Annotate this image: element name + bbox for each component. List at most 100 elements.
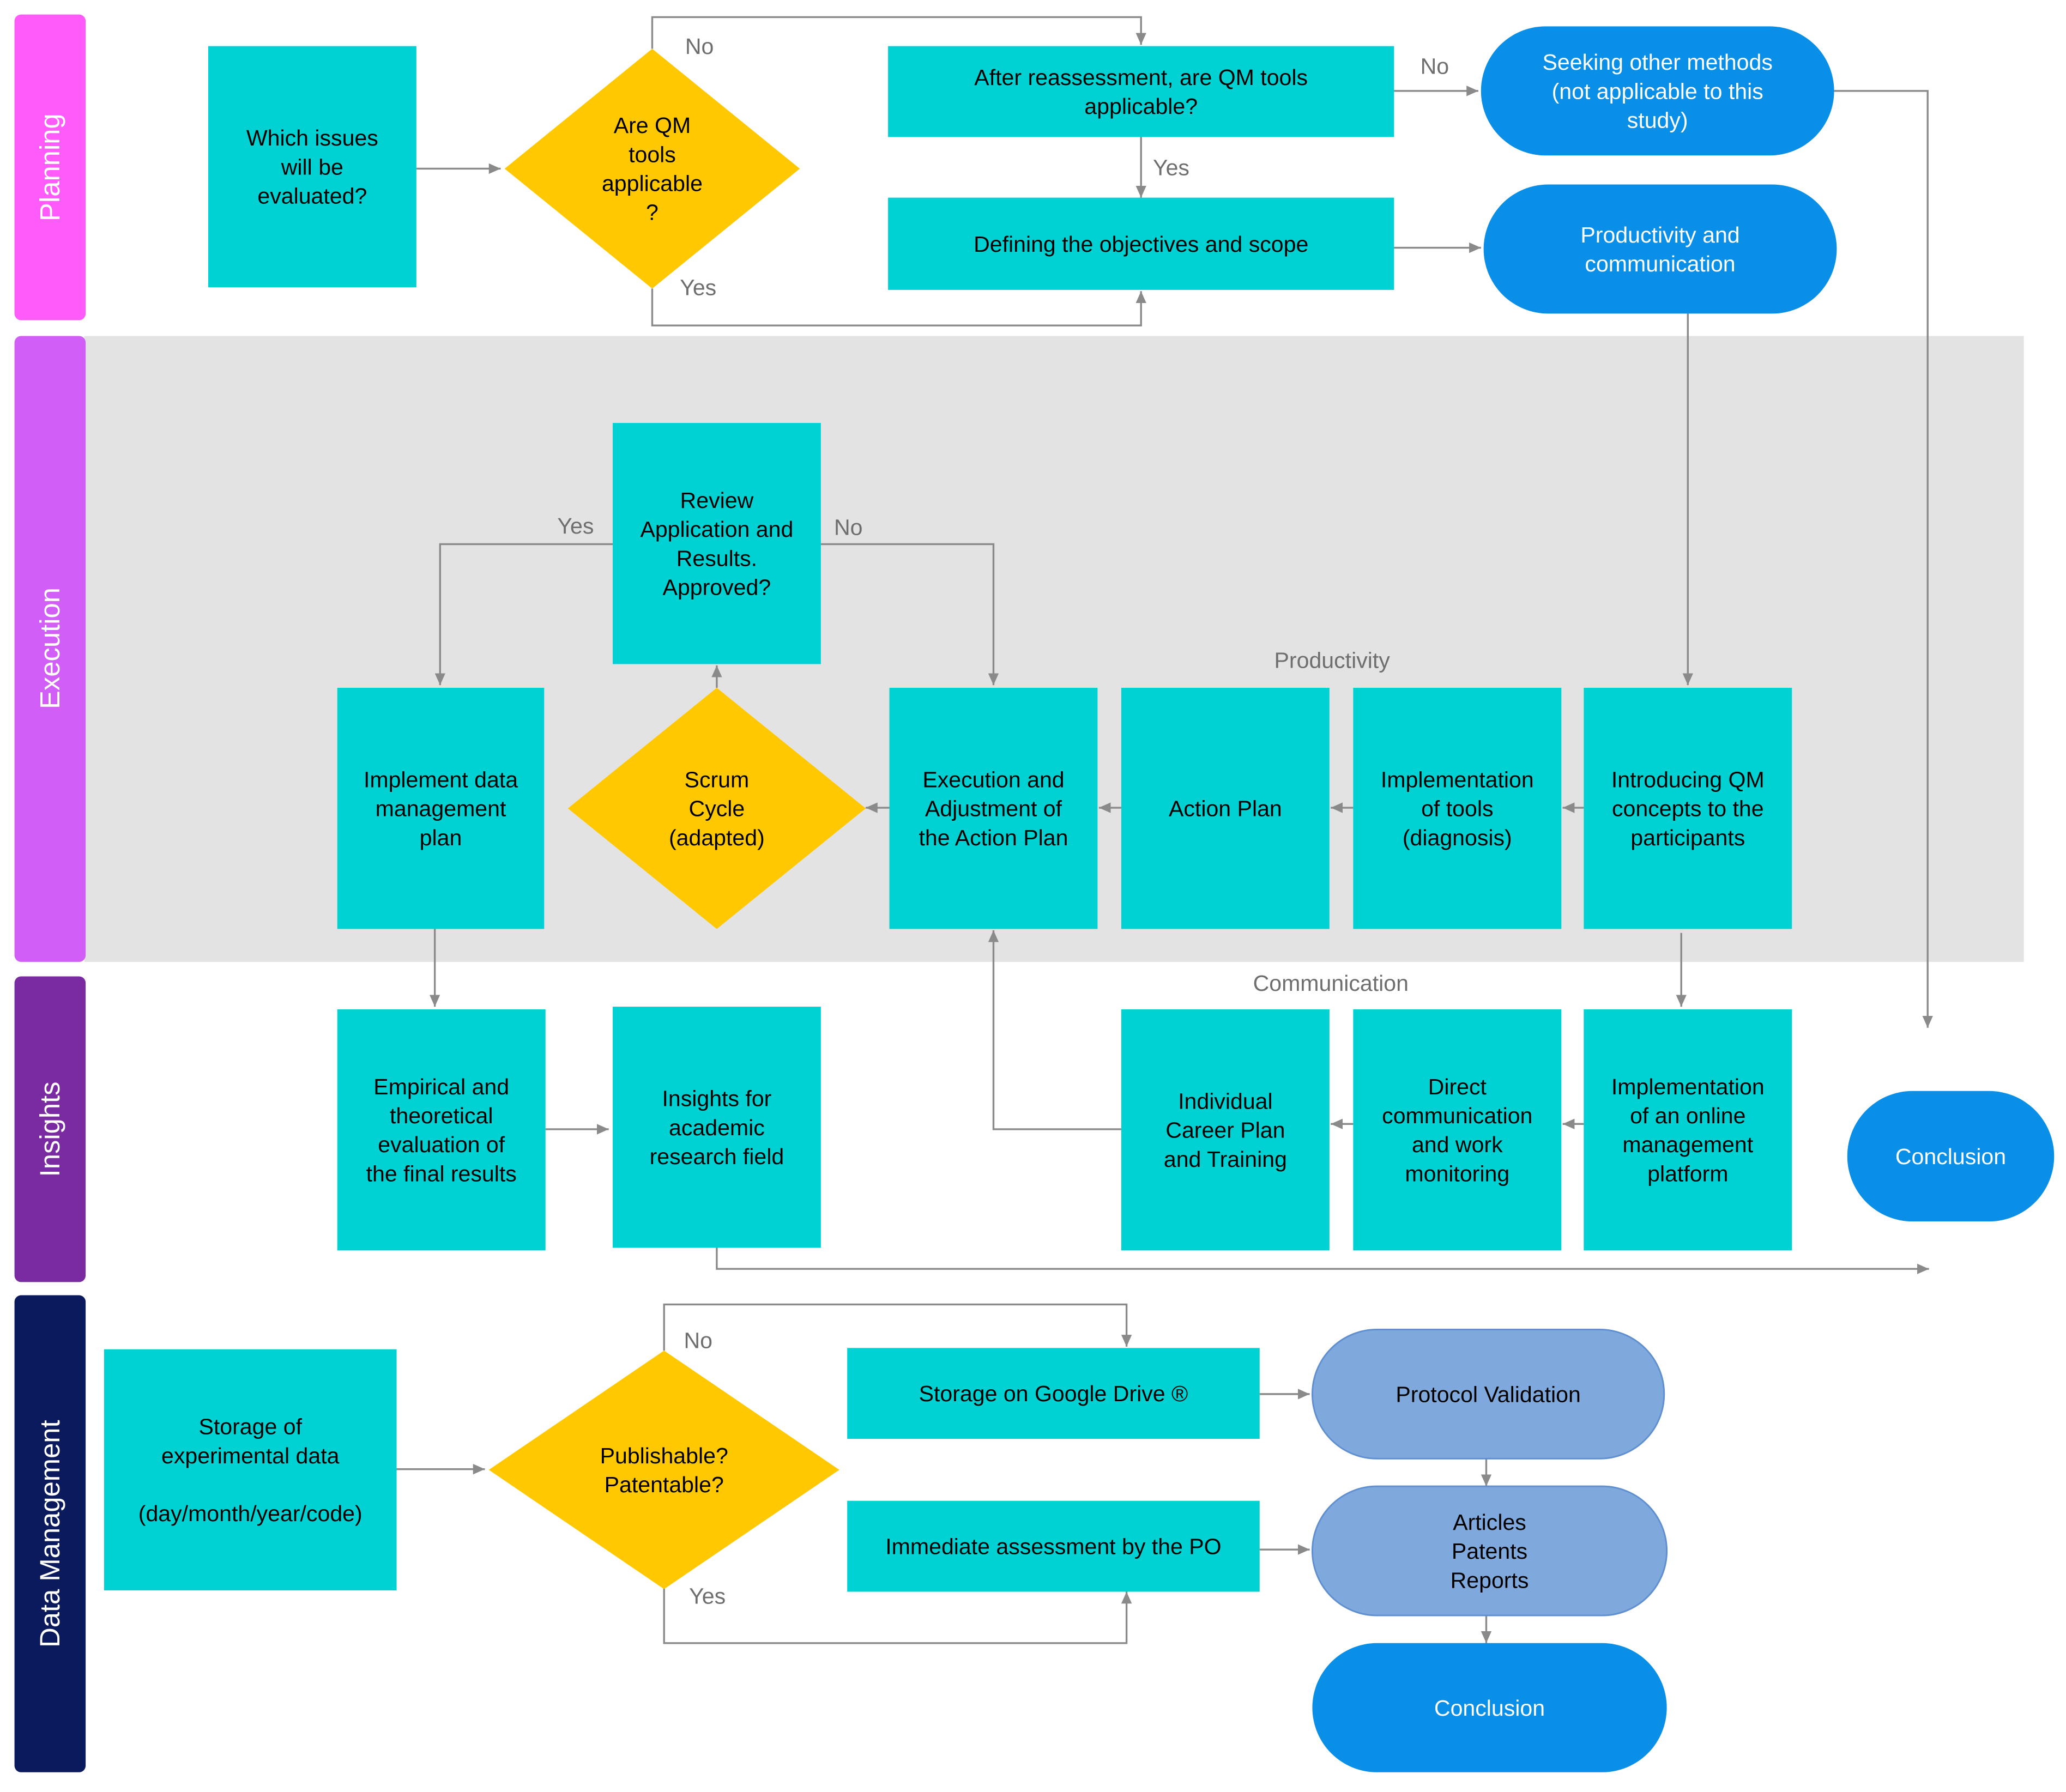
edge-labels: No Yes No Yes Yes No Productivity Commun… — [557, 34, 1449, 1608]
insights-academic-box-text-line: research field — [650, 1144, 784, 1169]
scrum-cycle-diamond-text-line: Scrum — [685, 767, 750, 792]
label-pub-yes: Yes — [689, 1583, 726, 1608]
scrum-cycle-diamond-shape — [567, 688, 866, 929]
action-plan-box-shape — [1121, 688, 1330, 929]
lane-planning: Planning — [14, 14, 86, 320]
implement-dmp-box-text-line: management — [376, 796, 506, 821]
action-plan-box: Action Plan — [1121, 688, 1330, 929]
immediate-assessment-box: Immediate assessment by the PO — [847, 1500, 1260, 1592]
introducing-qm-box-text-line: concepts to the — [1612, 796, 1764, 821]
introducing-qm-box-text-line: Introducing QM — [1611, 767, 1765, 792]
action-plan-box-text-line: Action Plan — [1169, 796, 1282, 821]
which-issues-box-shape — [208, 46, 416, 288]
immediate-assessment-box-text-line: Immediate assessment by the PO — [885, 1534, 1221, 1559]
scrum-cycle-diamond-text-line: (adapted) — [669, 825, 765, 850]
execution-adjustment-box-text-line: the Action Plan — [919, 825, 1068, 850]
seeking-other-methods-terminal-text-line: Seeking other methods — [1542, 50, 1772, 75]
label-reassess-yes: Yes — [1153, 155, 1189, 180]
label-reassess-no: No — [1421, 53, 1449, 78]
empirical-evaluation-box-text-line: theoretical — [390, 1103, 493, 1128]
protocol-validation-terminal: Protocol Validation — [1311, 1328, 1665, 1460]
conclusion-terminal-data-text-line: Conclusion — [1434, 1696, 1545, 1721]
label-pub-no: No — [684, 1328, 712, 1353]
insights-academic-box-text-line: academic — [669, 1115, 765, 1140]
edge-review-no — [820, 543, 999, 686]
direct-communication-box-shape — [1353, 1009, 1562, 1251]
direct-communication-box-text-line: communication — [1382, 1103, 1532, 1128]
direct-communication-box-text-line: and work — [1412, 1132, 1503, 1157]
google-drive-box: Storage on Google Drive ® — [847, 1348, 1260, 1439]
seeking-other-methods-terminal-text-line: (not applicable to this — [1552, 78, 1763, 104]
implement-dmp-box-shape — [337, 688, 545, 929]
edge-pub-no — [663, 1303, 1132, 1351]
lane-insights-label: Insights — [34, 1081, 65, 1177]
storage-experimental-box-text-line: experimental data — [161, 1443, 340, 1468]
productivity-communication-terminal-text-line: communication — [1585, 251, 1735, 276]
reassessment-box-text-line: After reassessment, are QM tools — [974, 65, 1308, 90]
articles-terminal-text-line: Articles — [1453, 1510, 1526, 1535]
edge-review-yes — [434, 543, 613, 686]
publishable-decision-text-line: Publishable? — [600, 1443, 728, 1468]
seeking-other-methods-terminal-shape — [1481, 26, 1834, 156]
label-qm-no: No — [685, 34, 714, 59]
implementation-tools-box-text-line: (diagnosis) — [1403, 825, 1512, 850]
objectives-box-shape — [888, 197, 1394, 290]
edge-seeking-to-conclusion — [1834, 90, 1933, 1028]
lane-data-management: Data Management — [14, 1295, 86, 1772]
insights-academic-box-shape — [612, 1007, 821, 1248]
lane-insights: Insights — [14, 976, 86, 1282]
implement-dmp-box-text-line: plan — [420, 825, 462, 850]
implementation-tools-box-text-line: Implementation — [1381, 767, 1534, 792]
online-platform-box-text-line: platform — [1647, 1161, 1728, 1186]
career-plan-box-text-line: and Training — [1164, 1147, 1287, 1172]
implementation-tools-box: Implementation of tools (diagnosis) — [1353, 688, 1562, 929]
productivity-communication-terminal-shape — [1483, 184, 1837, 314]
conclusion-terminal-insights-text-line: Conclusion — [1895, 1144, 2006, 1169]
lane-execution: Execution — [14, 336, 86, 962]
scrum-cycle-diamond-text-line: Cycle — [689, 796, 745, 821]
which-issues-box-text-line: Which issues — [246, 125, 378, 150]
empirical-evaluation-box-text-line: the final results — [366, 1161, 517, 1186]
reassessment-box-text-line: applicable? — [1084, 94, 1198, 119]
connectors — [396, 16, 1933, 1644]
seeking-other-methods-terminal-text-line: study) — [1627, 108, 1688, 133]
label-productivity: Productivity — [1274, 648, 1391, 673]
conclusion-terminal-data-shape — [1312, 1643, 1667, 1772]
introducing-qm-box-shape — [1584, 688, 1792, 929]
introducing-qm-box-text-line: participants — [1630, 825, 1745, 850]
empirical-evaluation-box-shape — [337, 1009, 546, 1251]
qm-tools-decision-text-line: Are QM — [614, 113, 691, 138]
online-platform-box-text-line: Implementation — [1611, 1074, 1765, 1099]
execution-adjustment-box-shape — [889, 688, 1098, 929]
edge-pub-yes — [663, 1588, 1132, 1644]
immediate-assessment-box-shape — [847, 1500, 1260, 1592]
direct-communication-box-text-line: Direct — [1428, 1074, 1487, 1099]
google-drive-box-text-line: Storage on Google Drive ® — [919, 1381, 1188, 1406]
career-plan-box-text-line: Individual — [1178, 1088, 1273, 1113]
qm-tools-decision-text-line: tools — [629, 142, 676, 167]
lane-planning-label: Planning — [34, 113, 65, 221]
articles-terminal-shape — [1311, 1485, 1668, 1617]
implementation-tools-box-shape — [1353, 688, 1562, 929]
conclusion-terminal-insights: Conclusion — [1847, 1091, 2055, 1222]
review-application-decision-box-text-line: Review — [680, 488, 754, 513]
online-platform-box-text-line: of an online — [1630, 1103, 1745, 1128]
empirical-evaluation-box-text-line: Empirical and — [373, 1074, 509, 1099]
publishable-decision: Publishable?Patentable? — [488, 1351, 839, 1589]
google-drive-box-shape — [847, 1348, 1260, 1439]
lane-execution-label: Execution — [34, 588, 65, 709]
productivity-communication-terminal-text-line: Productivity and — [1580, 222, 1739, 247]
label-review-no: No — [834, 515, 863, 540]
which-issues-box-text-line: will be — [281, 154, 343, 179]
implementation-tools-box-text-line: of tools — [1421, 796, 1493, 821]
